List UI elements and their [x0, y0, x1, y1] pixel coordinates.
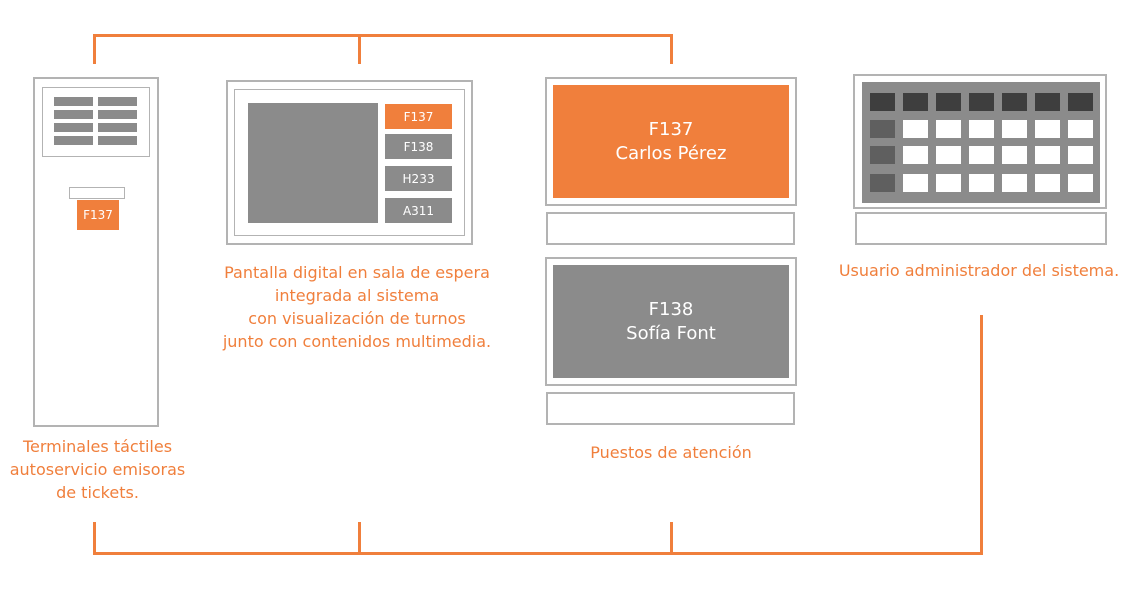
- display-caption-line: integrada al sistema: [274, 286, 440, 305]
- kiosk-caption-line: de tickets.: [56, 483, 139, 502]
- station-screen-active: F137 Carlos Pérez: [553, 85, 789, 198]
- kiosk-key: [98, 136, 137, 145]
- admin-table-row-header: [870, 120, 895, 138]
- queue-item: A311: [385, 198, 452, 223]
- admin-table-header-cell: [903, 93, 928, 111]
- station-screen-waiting: F138 Sofía Font: [553, 265, 789, 378]
- admin-table-cell: [969, 120, 994, 138]
- kiosk-key: [54, 136, 93, 145]
- kiosk-screen: [42, 87, 150, 157]
- kiosk-key: [98, 123, 137, 132]
- admin-table-cell: [1002, 120, 1027, 138]
- kiosk-key: [98, 110, 137, 119]
- station-ticket: F137: [648, 118, 694, 140]
- admin-table-cell: [903, 120, 928, 138]
- top-connector-drop-display: [358, 34, 361, 64]
- bottom-connector-line: [93, 552, 983, 555]
- top-connector-drop-kiosk: [93, 34, 96, 64]
- admin-table-cell: [1068, 120, 1093, 138]
- admin-monitor: [853, 74, 1107, 209]
- display-caption: Pantalla digital en sala de espera integ…: [187, 261, 527, 353]
- admin-table-cell: [1002, 174, 1027, 192]
- queue-ticket: H233: [402, 171, 435, 186]
- admin-table-header-cell: [936, 93, 961, 111]
- station-keyboard: [546, 392, 795, 425]
- service-station-monitor-active: F137 Carlos Pérez: [545, 77, 797, 206]
- multimedia-content-area: [248, 103, 378, 223]
- kiosk-ticket: F137: [77, 200, 119, 230]
- kiosk-key: [54, 110, 93, 119]
- admin-table-cell: [1035, 174, 1060, 192]
- admin-table-cell: [936, 146, 961, 164]
- bottom-connector-rise-display: [358, 522, 361, 555]
- admin-table-cell: [903, 174, 928, 192]
- queue-item-current: F137: [385, 104, 452, 129]
- admin-table-row-header: [870, 174, 895, 192]
- station-agent-name: Carlos Pérez: [615, 142, 727, 164]
- kiosk-key: [98, 97, 137, 106]
- admin-table-cell: [969, 174, 994, 192]
- admin-table-cell: [1068, 146, 1093, 164]
- display-caption-line: Pantalla digital en sala de espera: [224, 263, 490, 282]
- admin-table-header-cell: [1002, 93, 1027, 111]
- kiosk-caption-line: autoservicio emisoras: [9, 460, 186, 479]
- display-screen: F137 F138 H233 A311: [234, 89, 465, 236]
- bottom-connector-rise-kiosk: [93, 522, 96, 555]
- top-connector-line: [93, 34, 673, 37]
- display-caption-line: junto con contenidos multimedia.: [222, 332, 492, 351]
- admin-keyboard: [855, 212, 1107, 245]
- admin-table-cell: [1035, 146, 1060, 164]
- admin-table-row-header: [870, 146, 895, 164]
- admin-table-header-cell: [870, 93, 895, 111]
- queue-ticket: A311: [402, 203, 435, 218]
- kiosk-ticket-number: F137: [83, 208, 113, 222]
- admin-table-header-cell: [1068, 93, 1093, 111]
- station-ticket: F138: [648, 298, 694, 320]
- queue-item: F138: [385, 134, 452, 159]
- admin-table-cell: [1002, 146, 1027, 164]
- admin-table-cell: [936, 174, 961, 192]
- service-station-monitor-waiting: F138 Sofía Font: [545, 257, 797, 386]
- kiosk-terminal: F137: [33, 77, 159, 427]
- admin-table-header-cell: [969, 93, 994, 111]
- queue-item: H233: [385, 166, 452, 191]
- bottom-connector-rise-stations: [670, 522, 673, 555]
- bottom-connector-rise-admin: [980, 315, 983, 555]
- admin-table-cell: [969, 146, 994, 164]
- queue-ticket: F137: [403, 109, 434, 124]
- admin-table-cell: [1068, 174, 1093, 192]
- admin-table-cell: [936, 120, 961, 138]
- admin-table-cell: [1035, 120, 1060, 138]
- kiosk-key: [54, 97, 93, 106]
- admin-table-cell: [903, 146, 928, 164]
- stations-caption: Puestos de atención: [590, 443, 752, 462]
- kiosk-key: [54, 123, 93, 132]
- top-connector-drop-stations: [670, 34, 673, 64]
- admin-table-header-cell: [1035, 93, 1060, 111]
- waiting-room-display: F137 F138 H233 A311: [226, 80, 473, 245]
- kiosk-caption-line: Terminales táctiles: [22, 437, 173, 456]
- station-agent-name: Sofía Font: [626, 322, 716, 344]
- admin-screen: [862, 82, 1100, 203]
- kiosk-caption: Terminales táctiles autoservicio emisora…: [5, 435, 190, 504]
- admin-caption: Usuario administrador del sistema.: [838, 261, 1120, 280]
- station-keyboard: [546, 212, 795, 245]
- display-caption-line: con visualización de turnos: [248, 309, 466, 328]
- kiosk-ticket-slot: [69, 187, 125, 199]
- queue-ticket: F138: [403, 139, 434, 154]
